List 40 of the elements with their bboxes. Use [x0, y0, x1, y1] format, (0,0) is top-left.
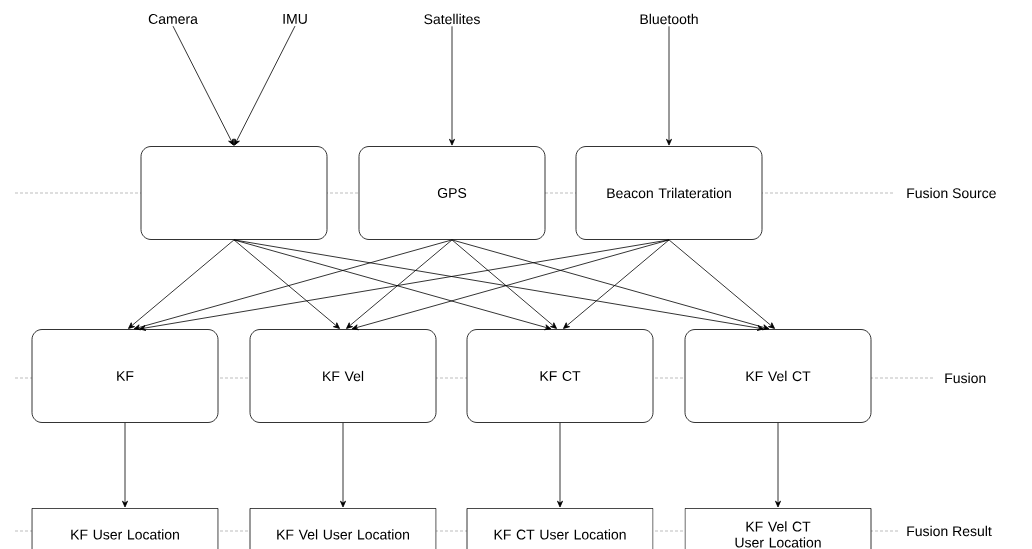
process-box: KF Vel CT	[684, 329, 872, 423]
arrow	[451, 239, 557, 329]
input-label: Bluetooth	[640, 13, 698, 25]
process-box: KF	[31, 329, 219, 423]
arrow	[775, 422, 781, 508]
arrow	[351, 239, 670, 331]
result-box: KF Vel CT User Location	[684, 508, 872, 549]
result-box: KF Vel User Location	[249, 508, 437, 549]
node-label: KF Vel User Location	[277, 529, 409, 540]
row-label: Fusion Result	[907, 525, 992, 537]
input-label: Satellites	[424, 13, 480, 25]
arrow	[172, 25, 234, 146]
arrow	[668, 239, 775, 329]
arrow	[666, 25, 672, 146]
arrow	[346, 239, 453, 329]
process-box: Beacon Trilateration	[575, 146, 763, 240]
result-box: KF CT User Location	[466, 508, 654, 549]
row-label: Fusion Source	[907, 187, 996, 199]
input-label: IMU	[283, 14, 307, 24]
arrow	[133, 239, 453, 331]
process-box: GPS	[358, 146, 546, 240]
result-box: KF User Location	[31, 508, 219, 549]
arrow	[557, 422, 563, 508]
node-label: KF CT User Location	[494, 529, 626, 540]
arrow	[139, 239, 670, 331]
arrow	[449, 25, 455, 146]
arrow	[451, 239, 770, 331]
row-label: Fusion	[945, 372, 986, 384]
arrow	[340, 422, 346, 508]
process-box: KF CT	[466, 329, 654, 423]
node-label: KF Vel CT User Location	[735, 521, 821, 548]
arrow	[233, 239, 764, 331]
input-label: Camera	[148, 14, 198, 24]
process-box	[140, 146, 328, 240]
arrow	[233, 239, 340, 329]
arrow	[563, 239, 670, 329]
arrow	[128, 239, 235, 329]
arrow	[234, 25, 296, 146]
arrow	[122, 422, 128, 508]
process-box: KF Vel	[249, 329, 437, 423]
